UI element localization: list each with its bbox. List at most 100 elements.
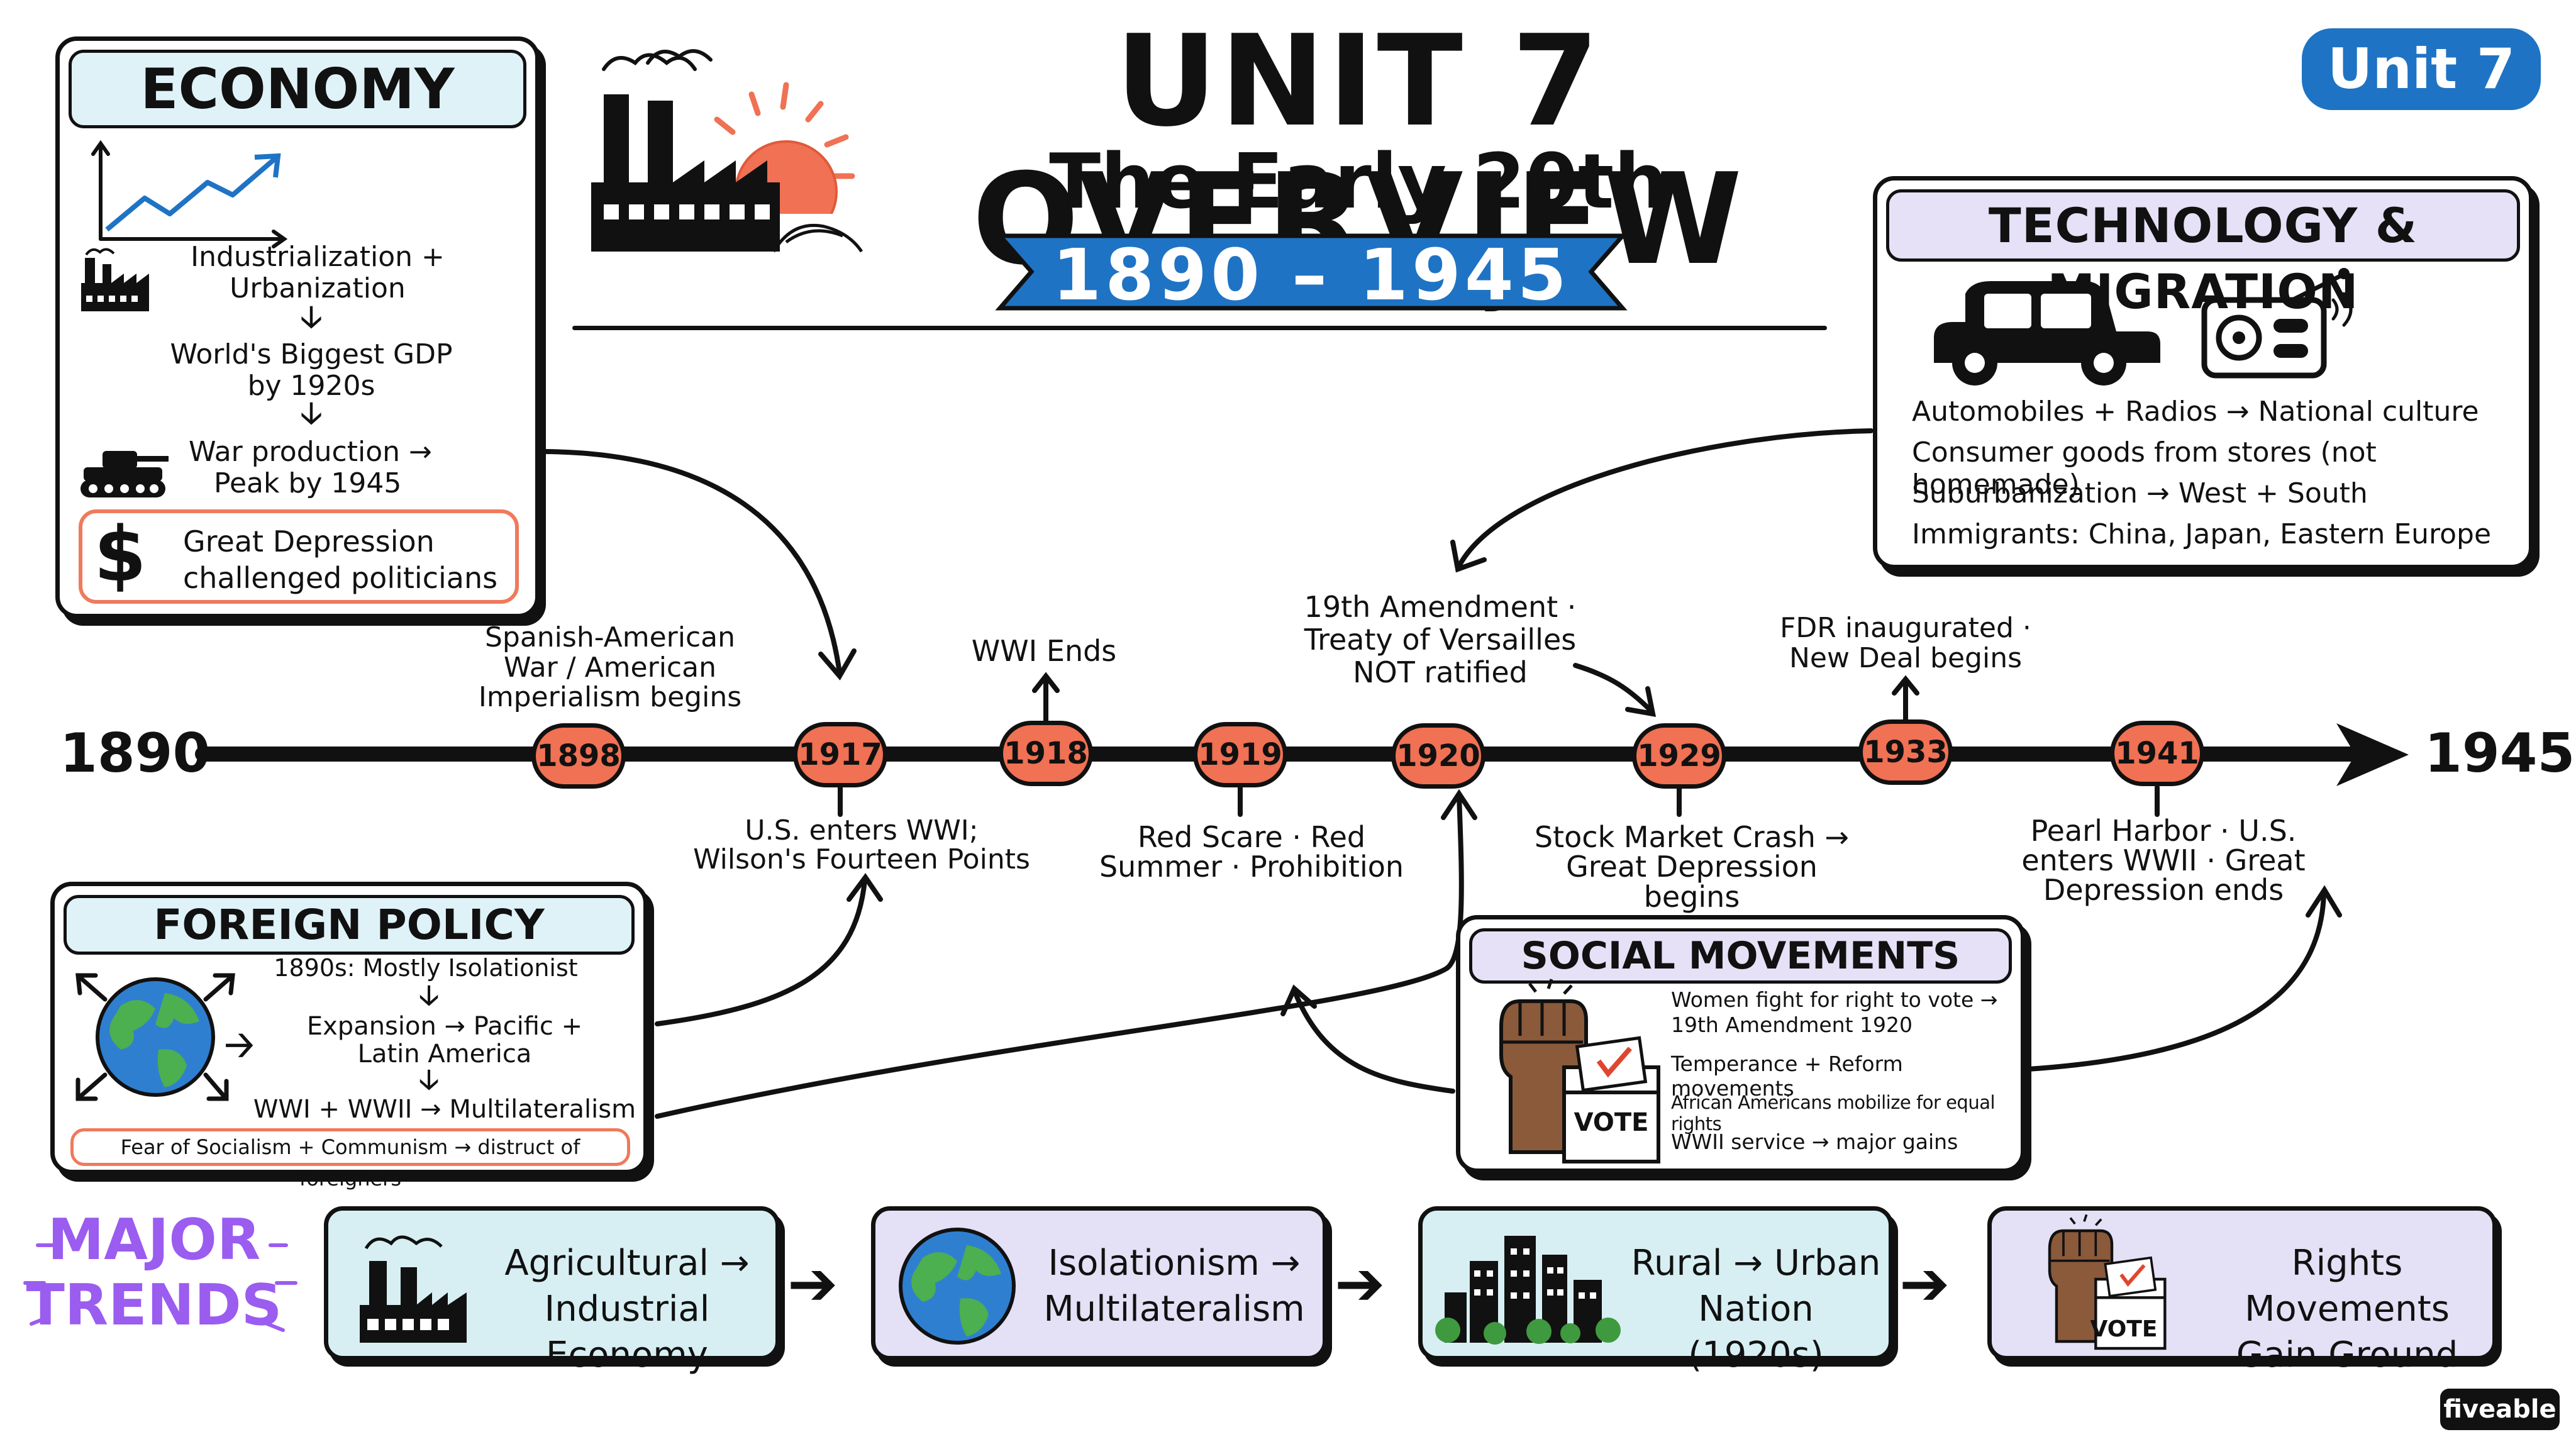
- social-movement-item: Temperance + Reform movements: [1671, 1052, 1903, 1101]
- globe-arrows-icon: [75, 973, 235, 1101]
- trend-text: Rural → Urban Nation (1920s): [1630, 1241, 1882, 1378]
- trend-text: Agricultural → Industrial Economy: [486, 1241, 769, 1378]
- trend-card: Isolationism → Multilateralism: [871, 1206, 1327, 1360]
- down-arrow-icon: 🡣: [419, 1063, 439, 1096]
- header-divider: [572, 326, 1827, 330]
- factory-icon: [360, 1235, 467, 1343]
- foreign-policy-line-1: 1890s: Mostly Isolationist: [274, 954, 578, 982]
- social-movement-item: Women fight for right to vote →: [1671, 987, 1998, 1012]
- timeline-arrowhead: [2336, 723, 2409, 786]
- event-line: Depression ends: [2043, 872, 2284, 907]
- event-1920: 19th Amendment · Treaty of Versailles NO…: [1270, 591, 1610, 689]
- foreign-policy-header: FOREIGN POLICY: [64, 895, 635, 955]
- event-line: Red Scare · Red: [1137, 820, 1366, 854]
- event-line: U.S. enters WWI;: [745, 814, 979, 847]
- event-line: 19th Amendment ·: [1304, 590, 1577, 624]
- timeline-year-1929: 1929: [1632, 723, 1726, 789]
- unit-badge: Unit 7: [2302, 28, 2541, 110]
- event-1933: FDR inaugurated · New Deal begins: [1748, 613, 2063, 674]
- economy-callout-line-2: challenged politicians: [183, 561, 498, 595]
- major-trends-label-line: TRENDS: [26, 1272, 282, 1338]
- social-movements-header: SOCIAL MOVEMENTS: [1469, 928, 2012, 984]
- trend-line: Agricultural →: [504, 1243, 750, 1284]
- timeline-end-label: 1945: [2424, 722, 2575, 785]
- event-line: New Deal begins: [1789, 642, 2023, 675]
- social-movement-item: WWII service → major gains: [1671, 1130, 1958, 1154]
- technology-migration-box: TECHNOLOGY & MIGRATION Automobiles + Rad…: [1873, 176, 2533, 569]
- vote-label: VOTE: [1574, 1108, 1649, 1137]
- event-line: Imperialism begins: [478, 681, 742, 714]
- event-line: Pearl Harbor · U.S.: [2030, 814, 2297, 848]
- foreign-policy-line-3: Latin America: [357, 1040, 532, 1069]
- social-movements-box: SOCIAL MOVEMENTS VOTE Women fight for ri…: [1456, 915, 2025, 1173]
- economy-header: ECONOMY: [69, 50, 526, 128]
- timeline-year-1898: 1898: [531, 723, 626, 789]
- event-1917: U.S. enters WWI; Wilson's Fourteen Point…: [667, 816, 1057, 874]
- economy-line-4: by 1920s: [247, 370, 375, 402]
- event-line: enters WWII · Great: [2021, 843, 2306, 877]
- trend-line: Rights Movements: [2245, 1243, 2450, 1330]
- fiveable-logo: fiveable: [2440, 1389, 2560, 1430]
- dollar-icon: $: [94, 511, 147, 599]
- major-trends-label-line: MAJOR: [47, 1207, 261, 1273]
- economy-line-5: War production →: [189, 436, 432, 468]
- event-1898: Spanish-American War / American Imperial…: [453, 623, 767, 713]
- arrow-right-icon: ➔: [1335, 1248, 1385, 1319]
- trend-line: Nation (1920s): [1688, 1288, 1824, 1375]
- event-line: Wilson's Fourteen Points: [693, 843, 1030, 876]
- event-line: WWI Ends: [971, 634, 1117, 668]
- fiveable-logo-text: fiveable: [2443, 1395, 2557, 1424]
- timeline-year-1941: 1941: [2110, 721, 2204, 786]
- foreign-policy-title: FOREIGN POLICY: [153, 901, 545, 949]
- foreign-policy-callout: Fear of Socialism + Communism → distruct…: [70, 1128, 630, 1191]
- fist-vote-icon: [2048, 1214, 2167, 1350]
- economy-line-1: Industrialization +: [191, 241, 445, 273]
- timeline-year-1918: 1918: [999, 721, 1093, 786]
- event-line: War / American: [504, 651, 716, 684]
- trend-line: Gain Ground: [2236, 1334, 2458, 1375]
- sparkle-icon: [23, 1243, 297, 1332]
- tank-icon: [80, 451, 169, 497]
- growth-chart-icon: [91, 140, 288, 248]
- trend-card: VOTE Rights Movements Gain Ground: [1987, 1206, 2497, 1375]
- date-range-text: 1890 – 1945: [1052, 235, 1570, 316]
- technology-item: Suburbanization → West + South: [1912, 477, 2368, 509]
- trend-line: Industrial Economy: [544, 1288, 710, 1375]
- trend-line: Rural → Urban: [1631, 1243, 1881, 1284]
- economy-line-2: Urbanization: [230, 272, 406, 304]
- event-1918: WWI Ends: [943, 634, 1145, 668]
- down-arrow-icon: 🡣: [300, 396, 323, 431]
- economy-line-3: World's Biggest GDP: [170, 338, 453, 370]
- timeline-year-1920: 1920: [1391, 723, 1485, 789]
- event-line: NOT ratified: [1353, 655, 1528, 689]
- timeline-start-label: 1890: [60, 722, 211, 785]
- economy-callout-line-1: Great Depression: [183, 525, 435, 558]
- factory-icon: [81, 248, 149, 311]
- unit-badge-label: Unit 7: [2327, 36, 2516, 101]
- event-1919: Red Scare · Red Summer · Prohibition: [1094, 820, 1409, 882]
- vote-label: VOTE: [2090, 1316, 2158, 1342]
- city-skyline-icon: [1435, 1236, 1621, 1345]
- radio-icon: [2201, 268, 2353, 379]
- down-arrow-icon: 🡣: [419, 979, 439, 1011]
- foreign-policy-callout-text: Fear of Socialism + Communism → distruct…: [120, 1135, 580, 1191]
- event-line: FDR inaugurated ·: [1780, 612, 2031, 644]
- globe-icon: [899, 1228, 1016, 1345]
- social-movements-title: SOCIAL MOVEMENTS: [1521, 934, 1960, 978]
- down-arrow-icon: 🡣: [300, 299, 323, 335]
- foreign-policy-line-4: WWI + WWII → Multilateralism: [253, 1095, 636, 1124]
- timeline-year-1917: 1917: [793, 722, 887, 787]
- foreign-policy-line-2: Expansion → Pacific +: [306, 1012, 583, 1041]
- car-icon: [1934, 281, 2160, 386]
- economy-callout: $ Great Depression challenged politician…: [79, 509, 519, 604]
- trend-card: Agricultural → Industrial Economy: [324, 1206, 780, 1375]
- factory-sun-illustration: [579, 25, 874, 264]
- trend-line: Isolationism →: [1048, 1243, 1301, 1284]
- event-1941: Pearl Harbor · U.S. enters WWII · Great …: [2000, 816, 2327, 905]
- economy-box: ECONOMY Industrialization + Urbanization…: [55, 36, 540, 618]
- foreign-policy-box: FOREIGN POLICY 🡢 1890s: Mostly Isolation…: [50, 882, 648, 1191]
- fist-vote-icon: [1499, 979, 1660, 1163]
- trend-card: Rural → Urban Nation (1920s): [1418, 1206, 1893, 1375]
- major-trends-label: MAJOR TRENDS: [19, 1208, 289, 1338]
